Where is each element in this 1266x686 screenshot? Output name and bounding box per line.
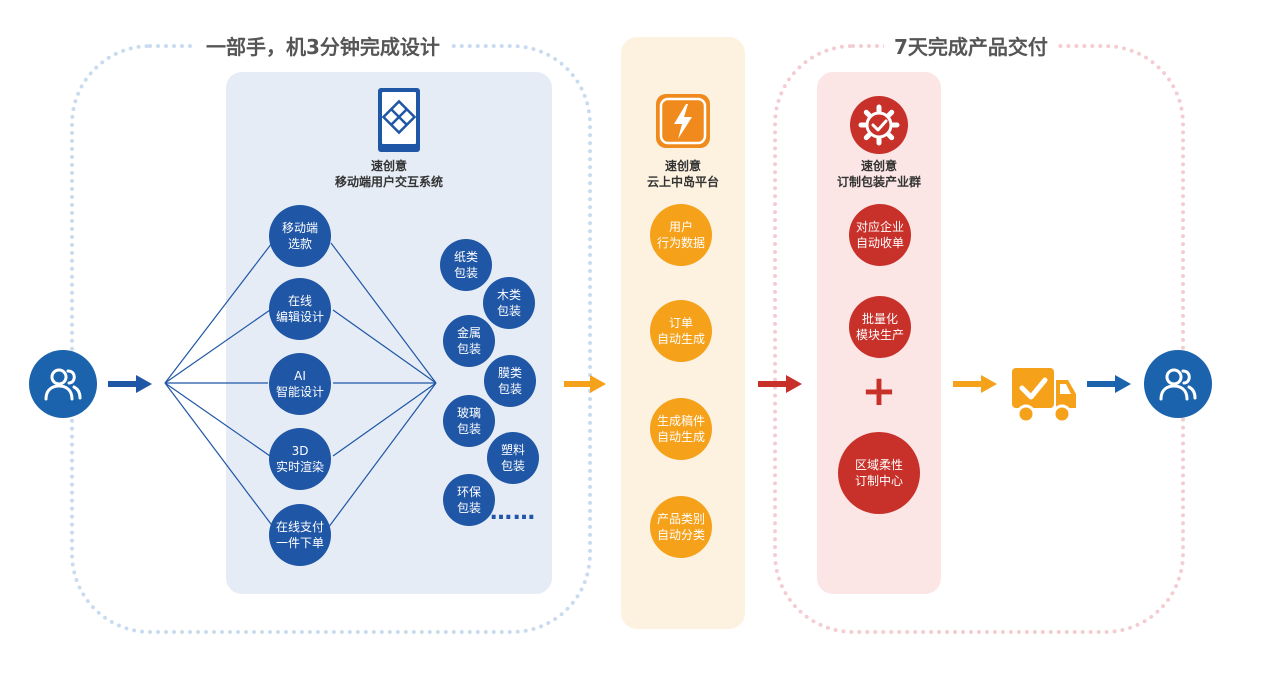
function-label-line1: 移动端	[281, 221, 318, 235]
cloud-step-label-line1: 订单	[668, 316, 693, 330]
cloud-step-label-line1: 产品类别	[656, 512, 705, 526]
cluster-step-label-line1: 对应企业	[855, 220, 904, 234]
user-group-icon	[29, 350, 97, 418]
category-eco: 环保 包装	[443, 474, 495, 526]
cloud-platform-caption-name: 云上中岛平台	[646, 175, 719, 189]
cluster-step-batch-production: 批量化 模块生产	[849, 296, 911, 358]
gear-check-icon	[849, 95, 909, 155]
cloud-step-label-line2: 自动生成	[656, 332, 705, 346]
fan-lines	[164, 242, 437, 529]
category-label-line2: 包装	[453, 266, 478, 280]
delivery-stage-title: 7天完成产品交付	[884, 31, 1058, 60]
arrow-to-user	[1087, 375, 1131, 393]
function-label-line1: AI	[294, 369, 306, 383]
plus-sign: +	[861, 366, 897, 415]
cloud-step-label-line2: 自动生成	[656, 430, 705, 444]
cloud-step-order-generate: 订单 自动生成	[650, 300, 712, 362]
arrow-to-cloud	[564, 375, 606, 393]
category-label-line2: 包装	[496, 304, 521, 318]
cloud-step-draft-generate: 生成稿件 自动生成	[650, 398, 712, 460]
lightning-logo-icon	[655, 93, 711, 149]
industry-cluster-caption: 速创意 订制包装产业群	[817, 158, 941, 190]
delivery-truck-icon	[1010, 364, 1078, 424]
category-label-line2: 包装	[500, 459, 525, 473]
category-label-line1: 金属	[456, 326, 481, 340]
category-wood: 木类 包装	[483, 277, 535, 329]
cluster-step-label-line1: 批量化	[861, 312, 898, 326]
category-label-line2: 包装	[456, 422, 481, 436]
industry-cluster-caption-brand: 速创意	[860, 159, 897, 173]
function-label-line1: 在线支付	[275, 520, 324, 534]
function-label-line2: 智能设计	[275, 385, 324, 399]
category-glass: 玻璃 包装	[443, 395, 495, 447]
category-label-line1: 膜类	[497, 366, 522, 380]
category-plastic: 塑料 包装	[487, 432, 539, 484]
cloud-step-user-behavior: 用户 行为数据	[650, 204, 712, 266]
category-label-line1: 纸类	[453, 250, 478, 264]
function-online-payment: 在线支付 一件下单	[269, 504, 331, 566]
category-label-line2: 包装	[456, 501, 481, 515]
cluster-step-label-line2: 模块生产	[855, 328, 904, 342]
arrow-to-cluster	[758, 375, 802, 393]
category-paper: 纸类 包装	[440, 239, 492, 291]
cloud-step-label-line1: 生成稿件	[656, 414, 705, 428]
cloud-platform-caption: 速创意 云上中岛平台	[621, 158, 745, 190]
function-label-line1: 在线	[287, 294, 312, 308]
category-label-line2: 包装	[456, 342, 481, 356]
mobile-app-logo-icon	[377, 87, 421, 153]
category-label-line1: 环保	[456, 485, 481, 499]
cluster-step-label-line2: 订制中心	[854, 474, 903, 488]
cloud-platform-caption-brand: 速创意	[664, 159, 701, 173]
category-label-line1: 塑料	[500, 443, 525, 457]
function-label-line2: 实时渲染	[275, 460, 324, 474]
function-label-line2: 选款	[287, 237, 312, 251]
arrow-start	[108, 375, 152, 393]
function-3d-render: 3D 实时渲染	[269, 428, 331, 490]
cloud-step-label-line2: 自动分类	[656, 528, 705, 542]
cluster-step-label-line1: 区域柔性	[854, 458, 903, 472]
function-label-line1: 3D	[291, 444, 309, 458]
more-categories-ellipsis: ……	[490, 500, 536, 525]
category-label-line1: 木类	[496, 288, 521, 302]
mobile-system-caption: 速创意 移动端用户交互系统	[326, 158, 452, 190]
function-mobile-selection: 移动端 选款	[269, 205, 331, 267]
cluster-step-flexible-center: 区域柔性 订制中心	[838, 432, 920, 514]
function-label-line2: 一件下单	[275, 536, 324, 550]
cluster-step-label-line2: 自动收单	[855, 236, 904, 250]
mobile-system-caption-name: 移动端用户交互系统	[334, 175, 443, 189]
arrow-to-delivery	[953, 375, 997, 393]
cloud-step-label-line2: 行为数据	[656, 236, 705, 250]
function-online-editing: 在线 编辑设计	[269, 278, 331, 340]
industry-cluster-caption-name: 订制包装产业群	[836, 175, 921, 189]
function-ai-design: AI 智能设计	[269, 353, 331, 415]
design-stage-title: 一部手，机3分钟完成设计	[196, 31, 450, 60]
function-label-line2: 编辑设计	[275, 310, 324, 324]
category-film: 膜类 包装	[484, 355, 536, 407]
category-metal: 金属 包装	[443, 315, 495, 367]
cloud-step-label-line1: 用户	[668, 220, 693, 234]
cloud-step-category-classify: 产品类别 自动分类	[650, 496, 712, 558]
user-group-icon	[1144, 350, 1212, 418]
category-label-line2: 包装	[497, 382, 522, 396]
mobile-system-caption-brand: 速创意	[370, 159, 407, 173]
cluster-step-auto-receive: 对应企业 自动收单	[849, 204, 911, 266]
category-label-line1: 玻璃	[456, 406, 481, 420]
